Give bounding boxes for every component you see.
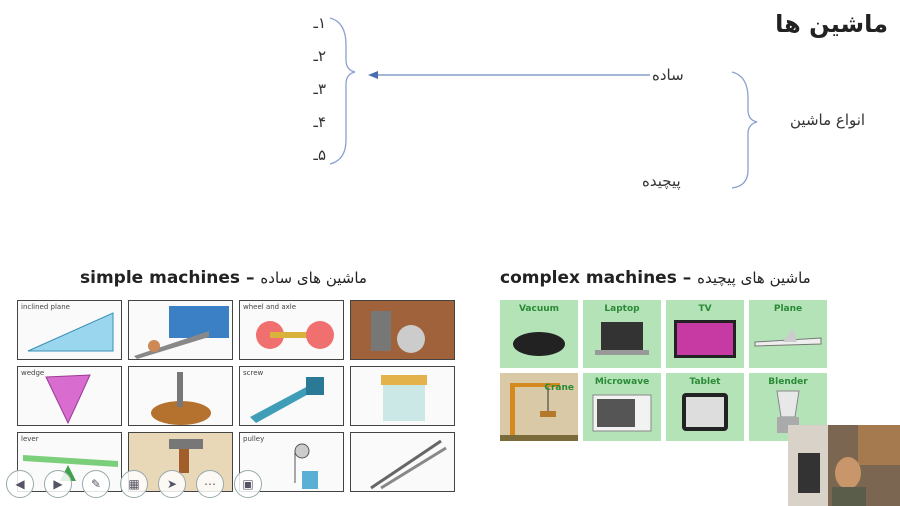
simple-cell: inclined plane: [17, 300, 122, 360]
pen-icon[interactable]: ✎: [82, 470, 110, 498]
complex-caption-fa: ماشین های پیچیده: [697, 269, 811, 287]
tile-label: TV: [698, 304, 712, 314]
cell-label: wedge: [21, 369, 45, 377]
complex-tile: Plane: [749, 300, 827, 368]
vacuum-icon: [513, 332, 565, 356]
right-brace: [731, 71, 758, 189]
hammer-nail-icon: [169, 439, 203, 473]
cell-label: pulley: [243, 435, 265, 443]
simple-machines-grid: inclined plane wheel and axle wedge scre…: [17, 300, 455, 492]
tile-label: Blender: [768, 377, 808, 387]
complex-machines-grid: Vacuum Laptop TV Plane Crane Microwave T…: [500, 300, 827, 441]
complex-tile: Laptop: [583, 300, 661, 368]
screw-icon: [250, 377, 324, 423]
simple-cell: [350, 300, 455, 360]
list-number: ۵ـ: [313, 146, 326, 164]
pulley-icon: [294, 443, 318, 489]
machine-types-label: انواع ماشین: [790, 111, 866, 129]
simple-cell: [128, 366, 233, 426]
simple-cell: [350, 432, 455, 492]
simple-type-label: ساده: [652, 66, 684, 84]
tablet-icon: [682, 393, 728, 431]
doorknob-icon: [371, 311, 425, 353]
complex-tile: Tablet: [666, 373, 744, 441]
tile-label: Crane: [544, 383, 574, 393]
cell-label: screw: [243, 369, 264, 377]
complex-type-label: پیچیده: [642, 172, 681, 190]
microwave-icon: [592, 394, 652, 432]
tile-label: Plane: [773, 304, 803, 314]
complex-caption-en: complex machines: [500, 268, 677, 288]
ramp-truck-icon: [134, 306, 229, 359]
tile-label: Tablet: [689, 377, 721, 387]
inclined-plane-icon: [27, 312, 114, 352]
simple-caption: simple machines – ماشین های ساده: [80, 268, 367, 288]
slides-icon[interactable]: ▦: [120, 470, 148, 498]
slide-title: ماشین ها: [775, 10, 888, 38]
cell-label: lever: [21, 435, 39, 443]
complex-tile: Microwave: [583, 373, 661, 441]
arrow-head: [368, 71, 378, 79]
jar-lid-icon: [381, 375, 427, 421]
simple-cell: screw: [239, 366, 344, 426]
axe-log-icon: [151, 372, 211, 425]
prev-icon[interactable]: ◀: [6, 470, 34, 498]
list-number: ۱ـ: [313, 14, 326, 32]
simple-caption-fa: ماشین های ساده: [260, 269, 367, 287]
complex-tile: Vacuum: [500, 300, 578, 368]
simple-cell: [350, 366, 455, 426]
simple-cell: wheel and axle: [239, 300, 344, 360]
cell-label: inclined plane: [21, 303, 70, 311]
tile-label: Microwave: [594, 377, 650, 387]
more-icon[interactable]: ⋯: [196, 470, 224, 498]
complex-tile: TV: [666, 300, 744, 368]
pointer-icon[interactable]: ➤: [158, 470, 186, 498]
crane-icon: [500, 383, 578, 441]
numbered-list: ۱ـ ۲ـ ۳ـ ۴ـ ۵ـ: [296, 14, 326, 179]
zoom-icon[interactable]: ▣: [234, 470, 262, 498]
wheel-axle-icon: [256, 321, 334, 349]
scissors-icon: [370, 439, 447, 490]
simple-cell: [128, 300, 233, 360]
complex-tile: Crane: [500, 373, 578, 441]
simple-caption-en: simple machines: [80, 268, 241, 288]
simple-cell: wedge: [17, 366, 122, 426]
list-number: ۲ـ: [313, 47, 326, 65]
presentation-toolbar: ◀ ▶ ✎ ▦ ➤ ⋯ ▣: [6, 470, 262, 498]
next-icon[interactable]: ▶: [44, 470, 72, 498]
tv-icon: [674, 320, 736, 358]
list-number: ۴ـ: [313, 113, 326, 131]
left-brace: [329, 17, 356, 165]
webcam-thumbnail: [788, 425, 900, 506]
diagram-lines: [329, 17, 758, 189]
list-number: ۳ـ: [313, 80, 326, 98]
tile-label: Laptop: [604, 304, 640, 314]
cell-label: wheel and axle: [243, 303, 297, 311]
wedge-icon: [45, 374, 91, 425]
tile-label: Vacuum: [518, 304, 560, 314]
webcam-image: [788, 425, 900, 506]
plane-icon: [754, 328, 822, 347]
complex-caption: complex machines – ماشین های پیچیده: [500, 268, 811, 288]
laptop-icon: [595, 322, 649, 355]
